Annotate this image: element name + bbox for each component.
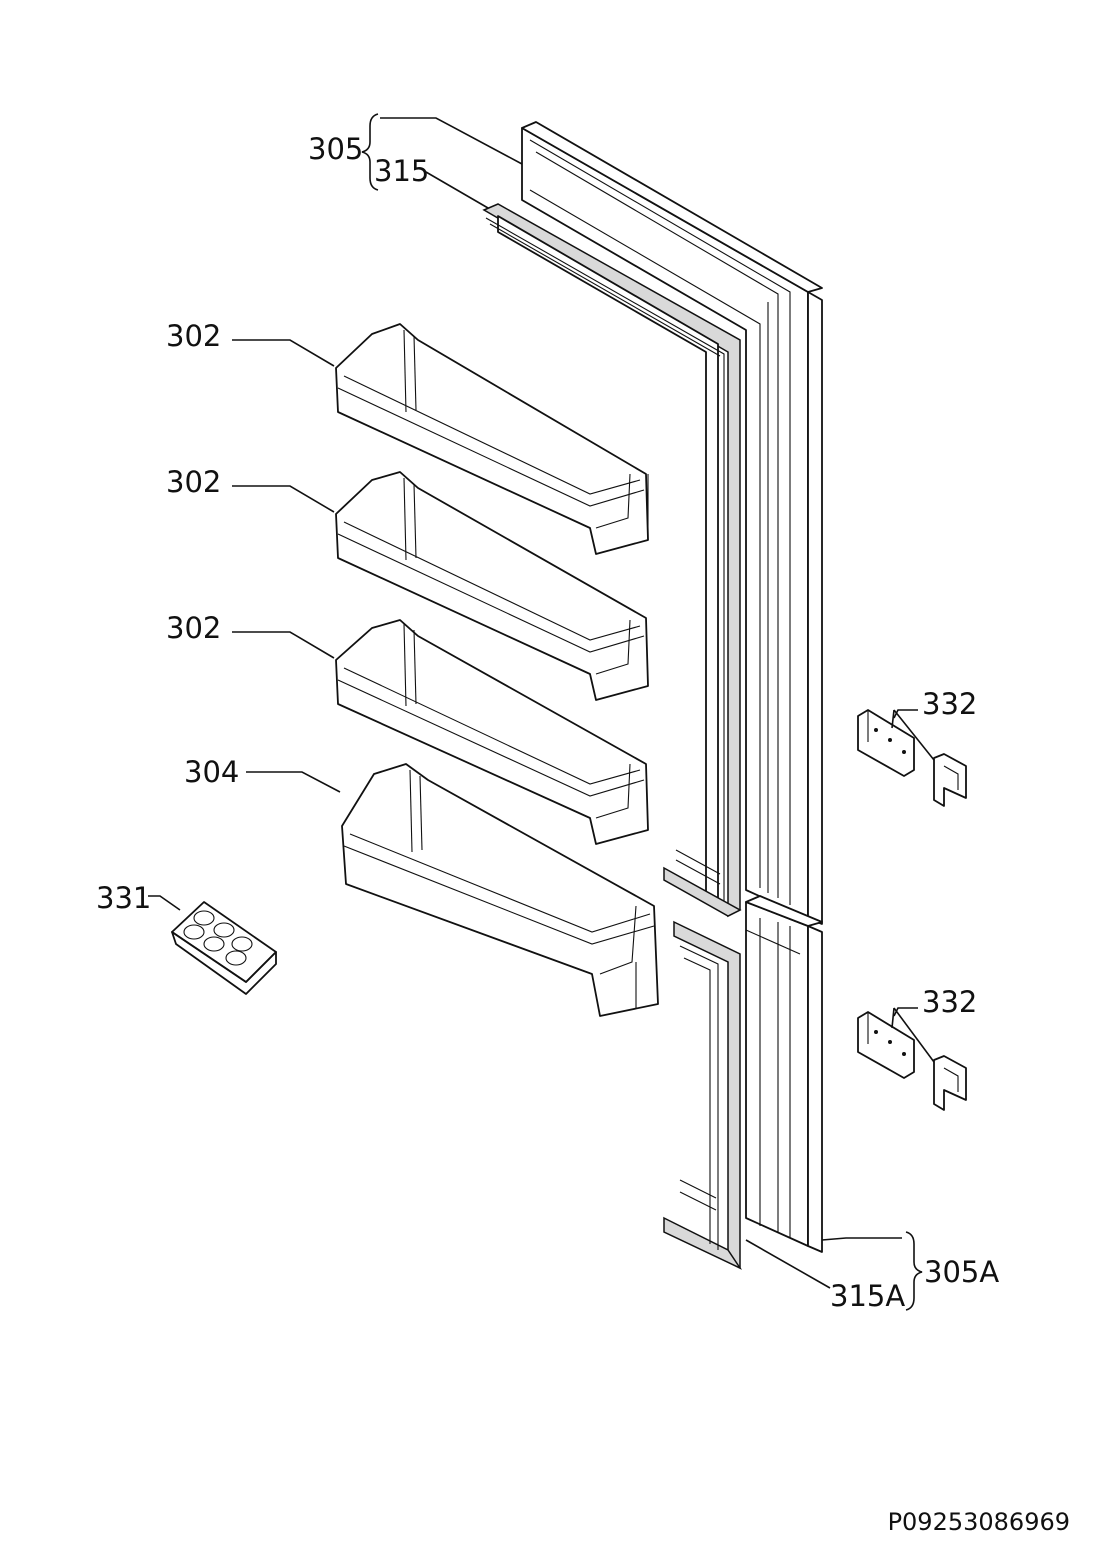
upper-gasket [482,203,742,918]
leader-lines [148,113,935,1311]
callout-315A: 315A [830,1279,905,1313]
callout-304: 304 [184,755,239,789]
egg-cups [183,910,253,966]
hinge-upper [857,709,967,807]
door-shelf-1 [335,323,649,555]
lower-door [745,895,823,1253]
callout-332-upper: 332 [922,687,977,721]
callouts: 305 315 302 302 302 304 331 332 332 305A… [96,132,999,1313]
callout-332-lower: 332 [922,985,977,1019]
callout-331: 331 [96,881,151,915]
bottle-shelf [341,763,659,1017]
hinge-lower [857,1011,967,1111]
door-shelf-2 [335,471,649,701]
upper-door [521,121,823,925]
callout-305A: 305A [924,1255,999,1289]
egg-tray [171,901,277,995]
callout-315: 315 [374,154,429,188]
callout-302-3: 302 [166,611,221,645]
callout-305: 305 [308,132,363,166]
callout-302-2: 302 [166,465,221,499]
callout-302-1: 302 [166,319,221,353]
lower-gasket [663,920,743,1270]
door-shelf-3 [335,619,649,845]
diagram-code: P09253086969 [888,1508,1070,1536]
